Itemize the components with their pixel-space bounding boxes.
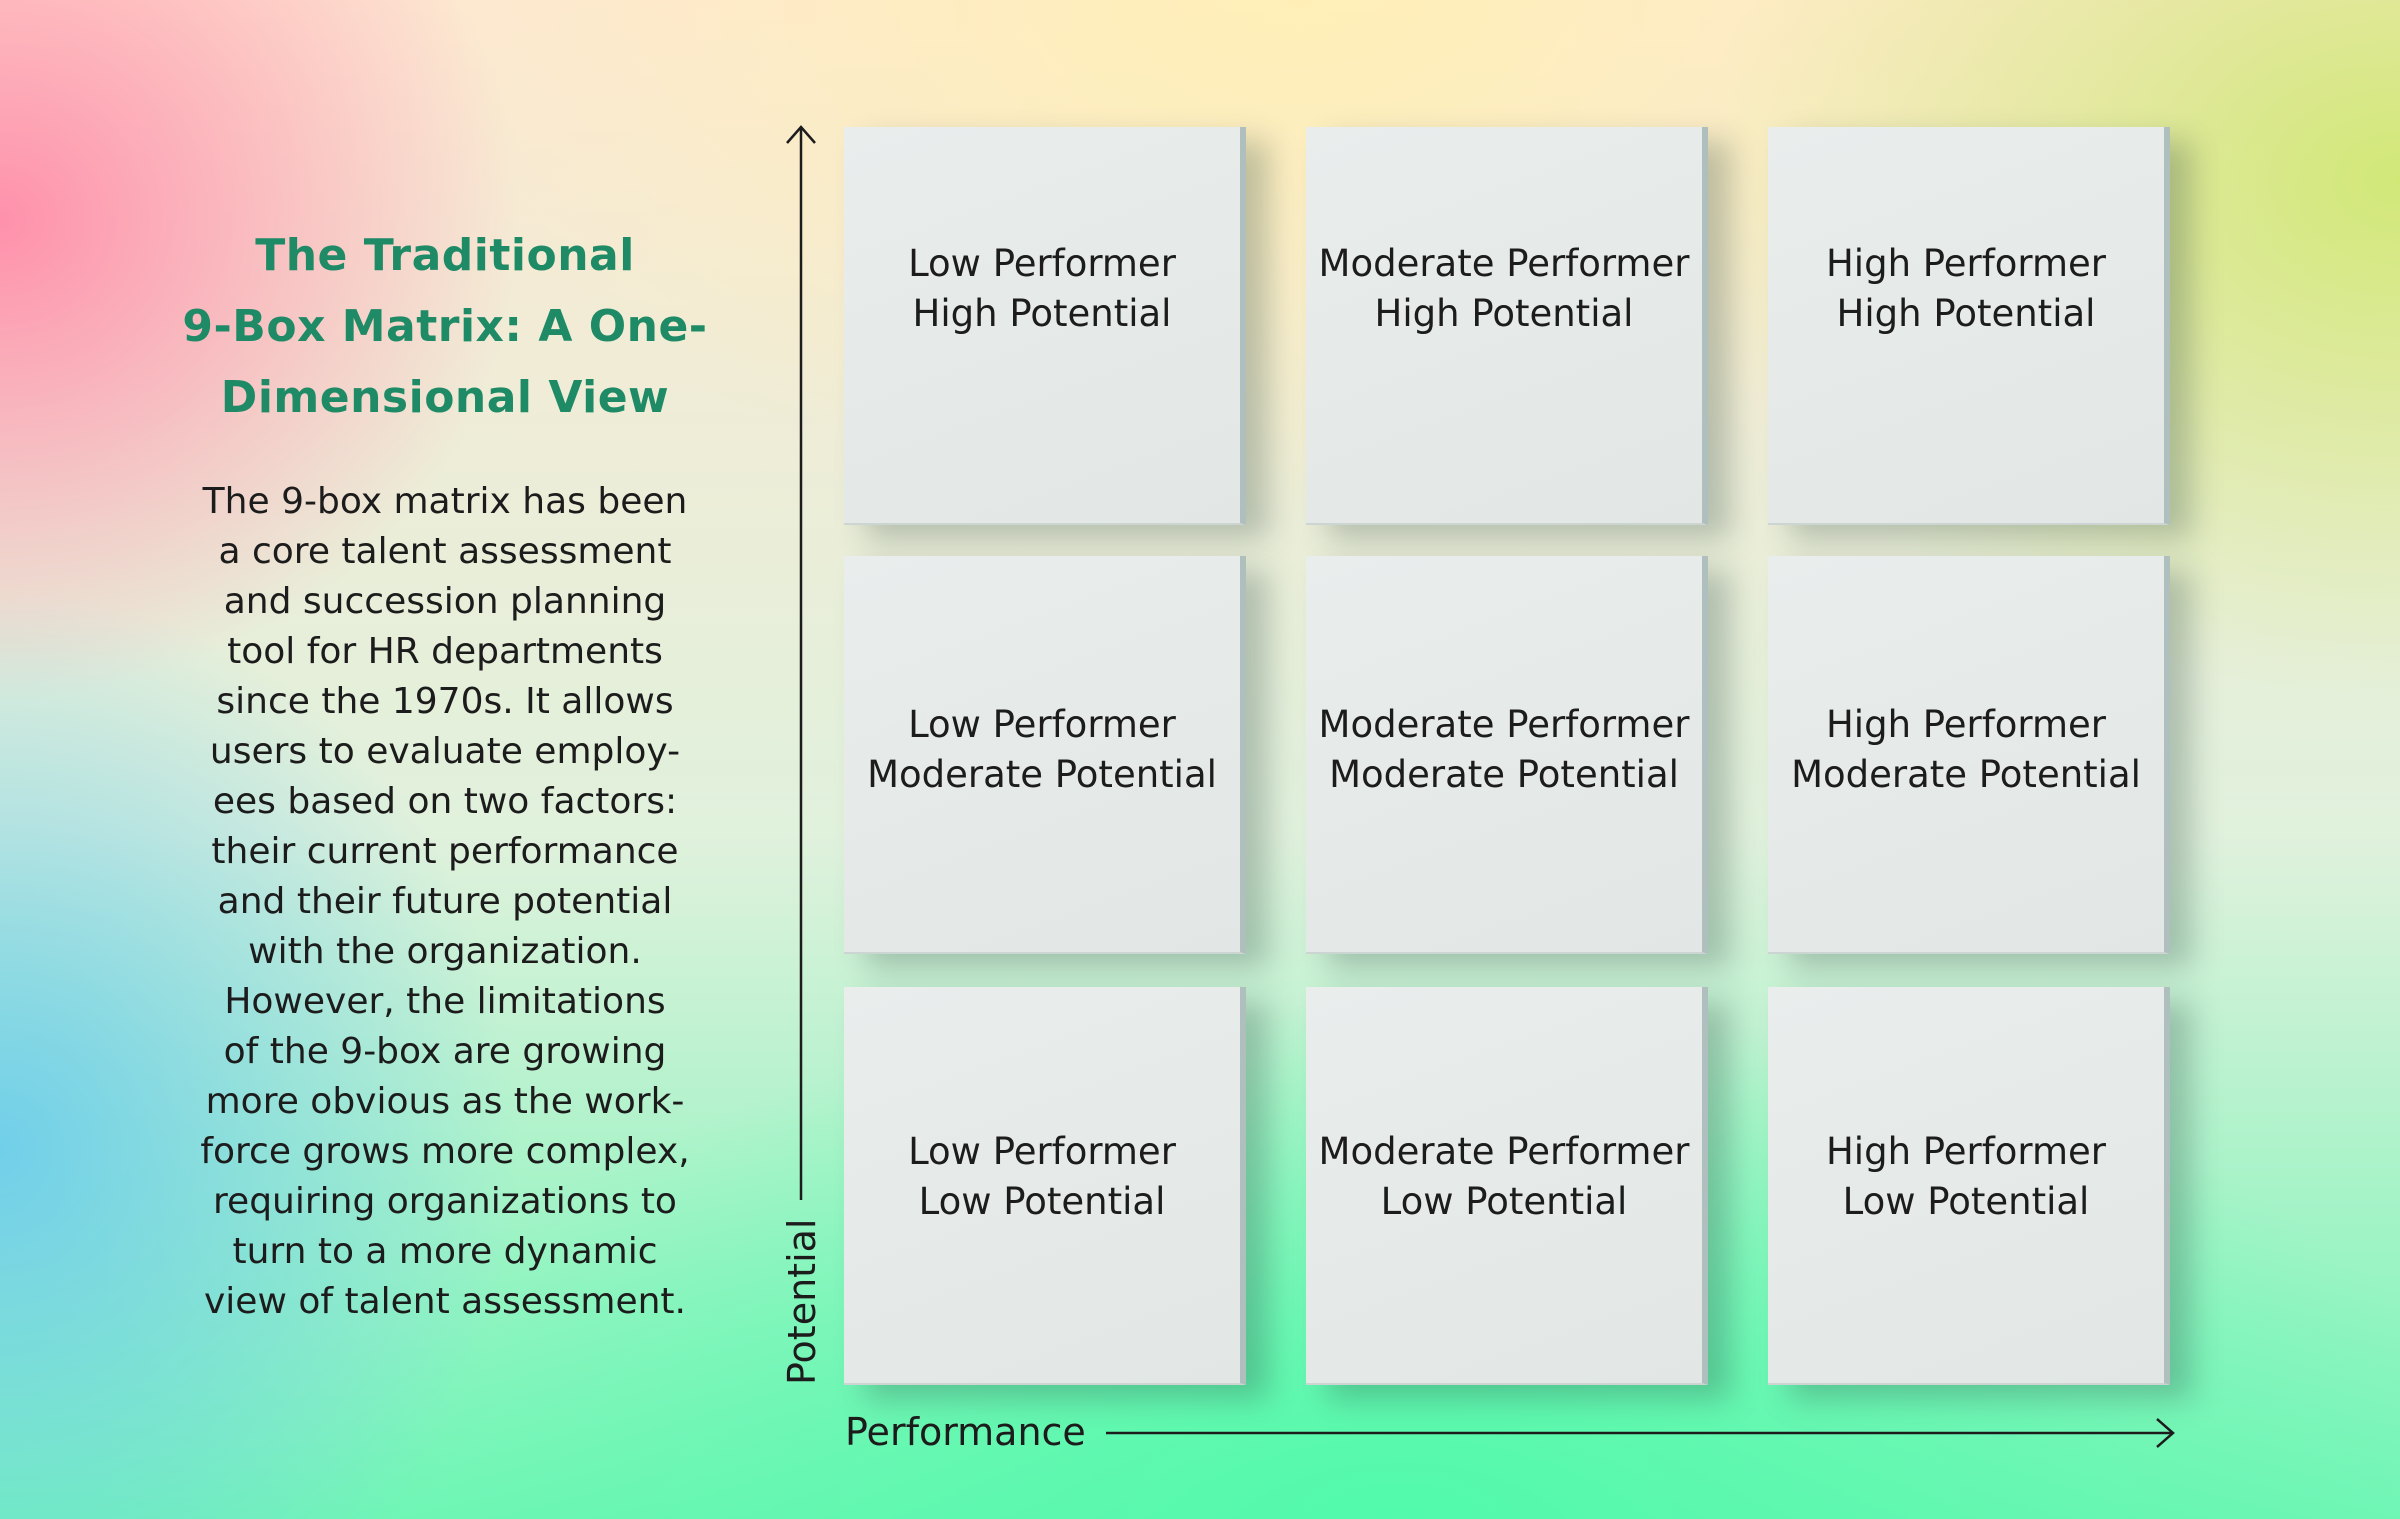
box-potential-label: Low Potential [918, 1180, 1166, 1223]
box-performance-label: High Performer [1825, 703, 2106, 746]
description-line: their current performance [211, 831, 679, 872]
box-performance-label: High Performer [1825, 1130, 2106, 1173]
box-performance-label: Moderate Performer [1318, 703, 1690, 746]
description-text: The 9-box matrix has been a core talent … [160, 477, 730, 1327]
box-performance-label: Low Performer [908, 242, 1176, 285]
box-potential-label: Moderate Potential [1791, 753, 2141, 796]
description-line: users to evaluate employ- [209, 731, 681, 772]
title-line: The Traditional [255, 230, 635, 281]
box-potential-label: Low Potential [1842, 1180, 2090, 1223]
box-performance-label: Low Performer [908, 1130, 1176, 1173]
description-line: requiring organizations to [213, 1181, 677, 1222]
description-line: view of talent assessment. [203, 1281, 686, 1322]
box-potential-label: Moderate Potential [1329, 753, 1679, 796]
description-line: more obvious as the work- [205, 1081, 685, 1122]
box-potential-label: High Potential [1836, 292, 2096, 335]
box-potential-label: Low Potential [1380, 1180, 1628, 1223]
description-line: The 9-box matrix has been [202, 481, 688, 522]
description-line: turn to a more dynamic [232, 1231, 658, 1272]
box-potential-label: High Potential [1374, 292, 1634, 335]
title-line: Dimensional View [220, 372, 670, 423]
description-line: and succession planning [223, 581, 667, 622]
box-performance-label: Moderate Performer [1318, 1130, 1690, 1173]
y-axis-label: Potential [780, 1218, 824, 1385]
page-title: The Traditional 9-Box Matrix: A One- Dim… [160, 220, 730, 433]
description-line: However, the limitations [224, 981, 666, 1022]
box-moderate-performer-high-potential: Moderate Performer High Potential [1306, 127, 1708, 525]
description-line: a core talent assessment [218, 531, 672, 572]
description-line: tool for HR departments [227, 631, 663, 672]
box-performance-label: High Performer [1825, 242, 2106, 285]
box-potential-label: Moderate Potential [867, 753, 1217, 796]
box-high-performer-high-potential: High Performer High Potential [1768, 127, 2170, 525]
box-low-performer-moderate-potential: Low Performer Moderate Potential [844, 556, 1246, 954]
description-line: since the 1970s. It allows [216, 681, 674, 722]
x-axis-label: Performance [845, 1410, 1086, 1454]
description-line: of the 9-box are growing [223, 1031, 667, 1072]
box-low-performer-low-potential: Low Performer Low Potential [844, 987, 1246, 1385]
description-line: force grows more complex, [200, 1131, 690, 1172]
description-line: with the organization. [248, 931, 642, 972]
box-low-performer-high-potential: Low Performer High Potential [844, 127, 1246, 525]
box-potential-label: High Potential [912, 292, 1172, 335]
description-line: ees based on two factors: [212, 781, 678, 822]
intro-panel: The Traditional 9-Box Matrix: A One- Dim… [160, 220, 730, 1327]
box-high-performer-low-potential: High Performer Low Potential [1768, 987, 2170, 1385]
box-performance-label: Moderate Performer [1318, 242, 1690, 285]
box-high-performer-moderate-potential: High Performer Moderate Potential [1768, 556, 2170, 954]
box-performance-label: Low Performer [908, 703, 1176, 746]
title-line: 9-Box Matrix: A One- [182, 301, 708, 352]
box-moderate-performer-low-potential: Moderate Performer Low Potential [1306, 987, 1708, 1385]
description-line: and their future potential [217, 881, 673, 922]
box-moderate-performer-moderate-potential: Moderate Performer Moderate Potential [1306, 556, 1708, 954]
